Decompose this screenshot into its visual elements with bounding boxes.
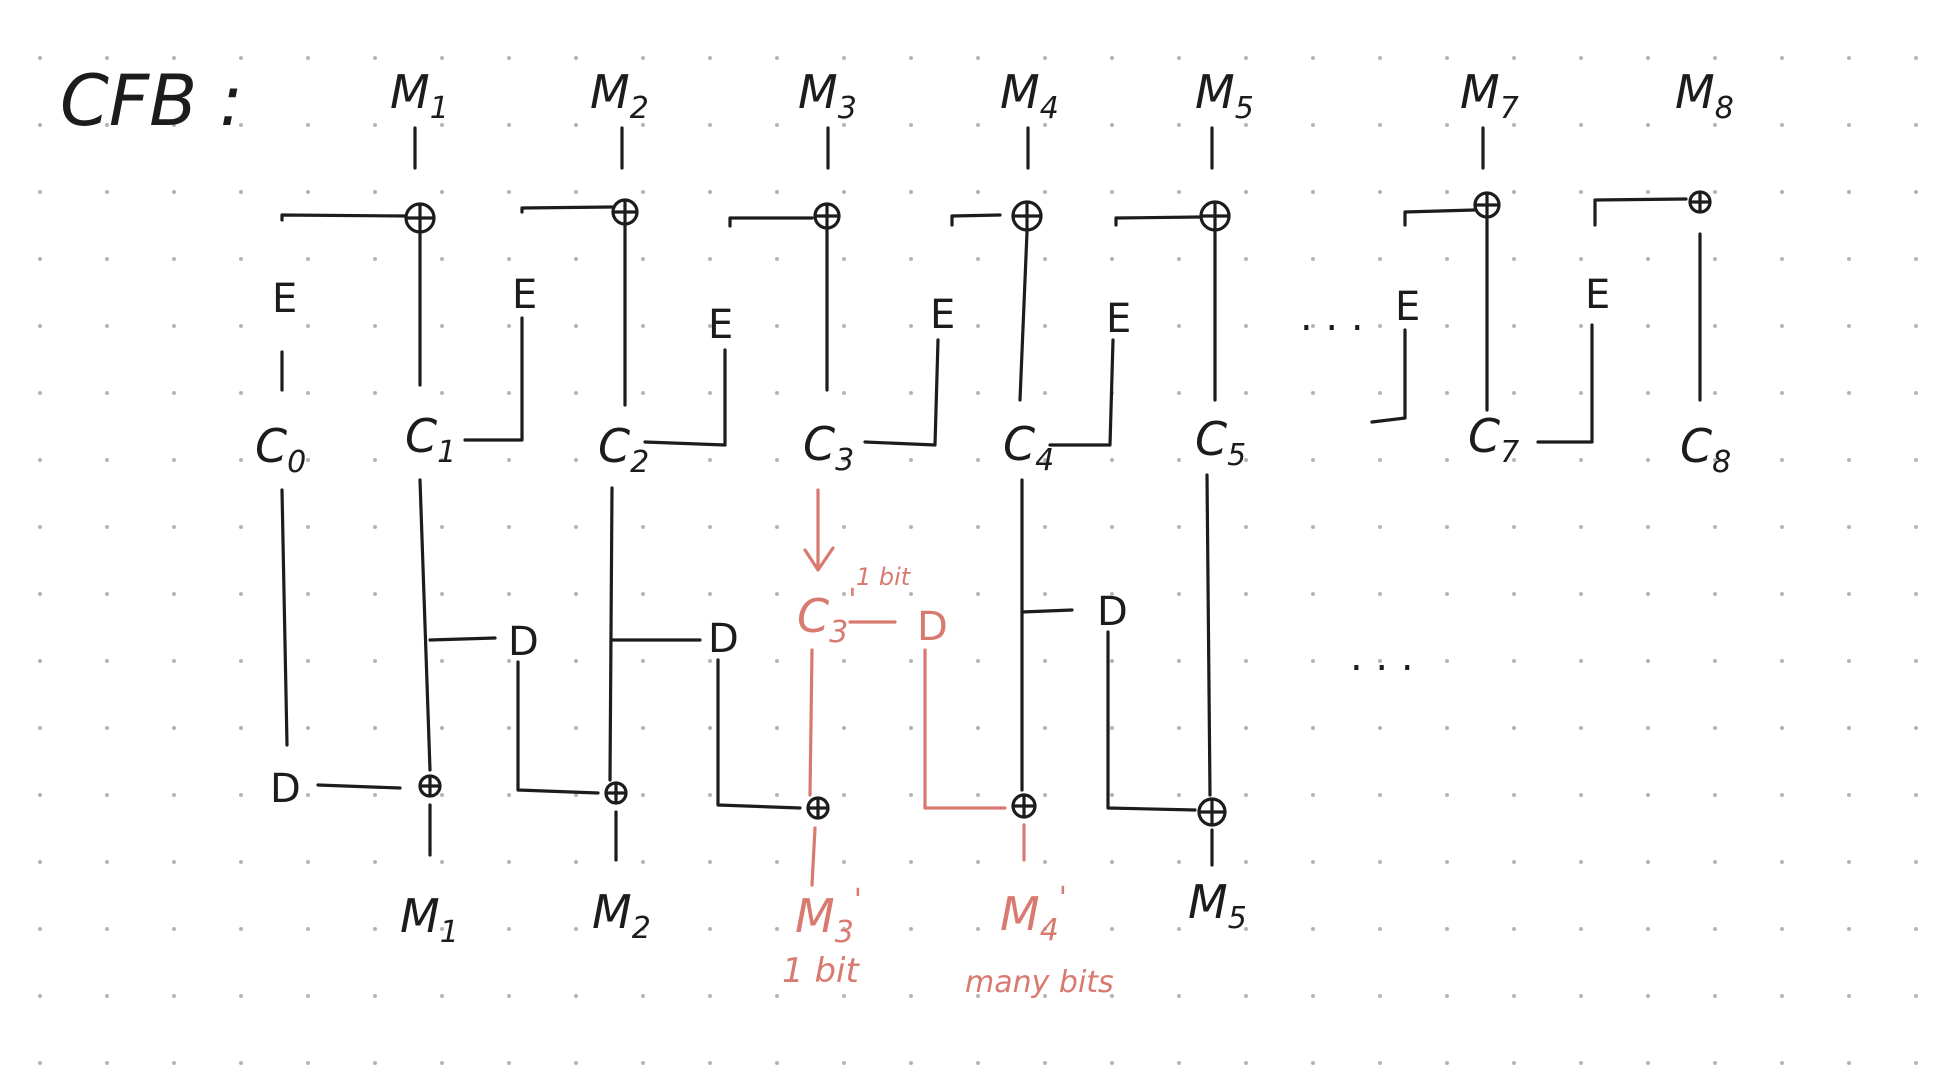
c2-to-e-line [643,348,727,447]
feedback-top-7 [1403,208,1476,227]
top-m4-label: M4 [1000,65,1059,126]
xor-bottom-2 [604,781,628,805]
d0-to-xor1 [316,783,402,790]
c0-down-line [280,488,289,747]
feedback-top-3 [728,216,814,228]
encrypt-block-8: E [1585,272,1610,318]
c3-prime-label: C3' [797,583,856,650]
c1-to-d-tap [428,636,497,642]
xor-bottom-1 [418,774,442,798]
c3-to-e-line [863,338,940,447]
encryption-section: M1 M2 M3 M4 M5 M7 M8 E E E E E E E [272,65,1734,447]
dot-grid [38,56,1918,1065]
error-output-stubs [810,823,1026,887]
d1-to-xor2 [516,660,600,795]
c5-down-line [1205,473,1212,797]
d2-to-xor3 [716,658,802,810]
xor-top-8 [1688,190,1712,214]
encrypt-block-7: E [1395,284,1420,330]
encrypt-block-3: E [708,302,733,348]
ciphertext-row: C0 C1 C2 C3 C4 C5 C7 C8 [255,409,1731,480]
top-ellipsis: . . . [1300,294,1364,340]
m4-prime-label: M4' [1000,881,1067,948]
xor-top-1 [404,202,436,234]
feedback-top-5 [1114,215,1202,227]
xor-top-7 [1473,191,1501,219]
decrypt-block-2: D [708,616,739,662]
c6-to-e-line [1370,328,1407,424]
c4-to-d-tap [1020,608,1074,614]
feedback-top-4 [950,213,1002,227]
decrypt-block-3: D [917,604,948,650]
c2-label: C2 [598,419,649,480]
decrypt-block-1: D [508,619,539,665]
feedback-top-2 [520,205,614,214]
xor-top-5 [1199,200,1231,232]
top-m2-label: M2 [590,65,649,126]
top-m1-label: M1 [390,65,449,126]
c1-down-line [418,478,432,772]
c1-label: C1 [405,409,456,470]
diagram-title: CFB : [60,60,243,142]
top-m5-label: M5 [1195,65,1254,126]
encrypt-block-5: E [1106,296,1131,342]
decrypt-block-4: D [1097,589,1128,635]
error-propagation-annotation: C3' 1 bit D M3' 1 bit M4' many bits [782,488,1114,1000]
decrypt-block-0: D [270,766,301,812]
xor-bottom-3 [806,796,830,820]
c1-to-e-line [463,316,524,442]
xor-top-3 [813,202,841,230]
c8-label: C8 [1680,419,1731,480]
xor-bottom-5 [1197,797,1227,827]
corruption-arrow [803,488,835,572]
m4-prime-note: many bits [965,965,1114,1000]
encrypt-block-4: E [930,292,955,338]
c3-label: C3 [803,417,854,478]
xor-bottom-4 [1011,793,1037,819]
c0-label: C0 [255,419,306,480]
xor4-to-c4 [1018,230,1029,402]
top-m8-label: M8 [1675,65,1734,126]
top-m3-label: M3 [798,65,857,126]
c5-label: C5 [1195,412,1246,473]
feedback-top-8 [1593,197,1688,227]
bottom-m1-label: M1 [400,889,459,950]
c4-label: C4 [1003,417,1054,478]
top-m7-label: M7 [1460,65,1519,126]
bottom-m5-label: M5 [1188,875,1247,936]
c7-to-e-line [1536,323,1594,444]
encrypt-block-1: E [272,276,297,322]
c2-down-line [608,486,614,782]
c3-prime-note: 1 bit [856,563,912,591]
bottom-ellipsis: . . . [1350,634,1414,680]
feedback-top-1 [280,213,407,222]
m3-prime-note: 1 bit [782,951,860,991]
m3-prime-label: M3' [795,883,862,950]
d3-to-xor4 [923,648,1007,810]
xor-top-4 [1011,200,1043,232]
bottom-m2-label: M2 [592,885,651,946]
xor-top-2 [611,198,639,226]
decryption-section: D D D D M1 M2 M5 . . . [270,473,1414,950]
encrypt-block-2: E [512,272,537,318]
c3-prime-down [808,648,814,797]
plaintext-input-lines [413,126,1485,170]
output-stubs [428,803,1214,867]
c7-label: C7 [1468,409,1519,470]
d4-to-xor5 [1106,630,1197,812]
c4-to-e-line [1048,338,1115,447]
